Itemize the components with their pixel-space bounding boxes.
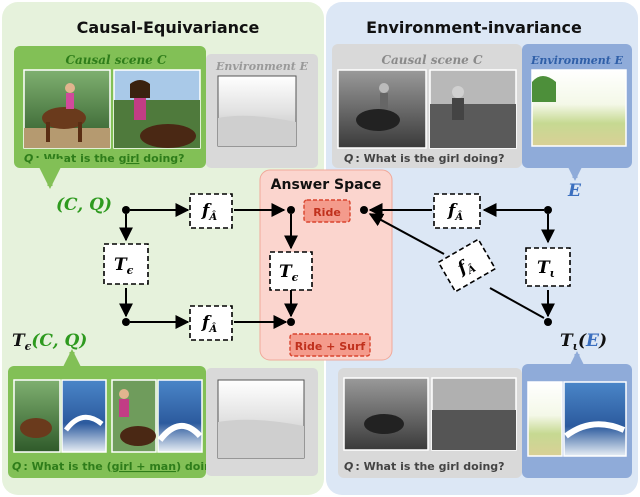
left-question-top-suffix: doing?: [139, 152, 184, 165]
answer-bottom-dot: [287, 318, 295, 326]
node-te-e: E: [585, 331, 600, 351]
op-f-sub: Â: [208, 211, 217, 223]
svg-text:Tϵ: Tϵ: [114, 255, 134, 277]
op-t-eps-main: T: [114, 255, 128, 275]
left-question-bottom-prefix: Q: [12, 460, 21, 473]
operator-f-bottom-left: fÂ: [189, 305, 233, 341]
svg-text:Tϵ: Tϵ: [279, 262, 299, 284]
right-photo-horse-rider-gray: [337, 69, 427, 149]
svg-text:fÂ: fÂ: [201, 313, 217, 335]
operator-f-top-right: fÂ: [433, 193, 481, 229]
operator-t-eps-answer: Tϵ: [269, 251, 313, 291]
right-question-bottom: Q: What is the girl doing?: [344, 460, 505, 473]
op-t-eps-sub: ϵ: [127, 264, 134, 277]
node-e-label: E: [567, 181, 582, 201]
left-photo-horse-rider: [23, 69, 111, 149]
left-question-bottom-text: : What is the (: [23, 460, 111, 473]
arrow-f-diag-to-ride: [368, 213, 445, 255]
op-t-iota-main: T: [537, 258, 551, 278]
right-question-top-prefix: Q: [344, 152, 353, 165]
answer-top-right-dot: [360, 206, 368, 214]
left-photo-horse-surf: [13, 379, 107, 453]
answer-bottom-badge: Ride + Surf: [289, 333, 371, 357]
op-f-main: f: [201, 313, 212, 333]
node-tcq-label: Tϵ(C, Q): [12, 331, 87, 353]
answer-top-left-dot: [287, 206, 295, 214]
node-tcq-t: T: [12, 331, 26, 351]
node-te-open: (: [578, 331, 587, 351]
node-e-dot: [544, 206, 552, 214]
left-env-label: Environment E: [215, 60, 309, 73]
left-question-top-text: : What is the: [35, 152, 118, 165]
node-te-t: T: [560, 331, 574, 351]
arrow-te-to-f-diag: [489, 287, 545, 319]
op-t-eps-sub: ϵ: [292, 271, 299, 284]
op-f-sub: Â: [454, 211, 463, 223]
left-causal-label: Causal scene C: [65, 53, 167, 67]
node-te-dot: [544, 318, 552, 326]
left-question-top-prefix: Q: [24, 152, 33, 165]
left-question-top: Q: What is the girl doing?: [24, 152, 185, 165]
right-causal-label: Causal scene C: [381, 53, 483, 67]
node-tcq-sub: ϵ: [25, 340, 32, 353]
right-question-bottom-prefix: Q: [344, 460, 353, 473]
node-cq-dot: [122, 206, 130, 214]
op-f-main: f: [201, 201, 212, 221]
op-t-eps-main: T: [279, 262, 293, 282]
left-question-bottom-word: girl + man: [112, 460, 176, 473]
right-panel-title: Environment-invariance: [366, 18, 582, 37]
svg-text:fÂ: fÂ: [201, 201, 217, 223]
node-te-close: ): [598, 331, 607, 351]
answer-top-badge: Ride: [303, 199, 351, 223]
left-photo-environment: [217, 75, 297, 147]
answer-space-title: Answer Space: [271, 177, 382, 193]
left-photo-girl-on-horse: [113, 69, 201, 149]
node-tcq-args: (C, Q): [31, 331, 87, 351]
node-te-sub: ι: [573, 340, 578, 353]
right-photo-environment: [531, 69, 627, 147]
node-cq-label: (C, Q): [56, 195, 112, 215]
operator-t-iota-right: Tι: [525, 247, 571, 287]
answer-top-label: Ride: [313, 206, 341, 219]
answer-bottom-label: Ride + Surf: [295, 340, 366, 353]
svg-text:Tι: Tι: [537, 258, 555, 280]
op-f-main: f: [447, 201, 458, 221]
op-f-sub: Â: [208, 323, 217, 335]
node-te-label: Tι(E): [560, 331, 607, 353]
right-question-bottom-text: : What is the girl doing?: [355, 460, 504, 473]
right-photo-girl-gray: [429, 69, 517, 149]
right-question-top: Q: What is the girl doing?: [344, 152, 505, 165]
operator-f-top-left: fÂ: [189, 193, 233, 229]
left-photo-girl-surf: [111, 379, 203, 453]
right-env-label: Environment E: [530, 54, 624, 67]
right-photo-environment-sea: [527, 381, 627, 457]
right-photo-horse-rider-gray-bottom: [343, 377, 517, 451]
operator-t-eps-left: Tϵ: [103, 243, 149, 285]
left-question-bottom: Q: What is the (girl + man) doing?: [12, 460, 226, 473]
right-question-top-text: : What is the girl doing?: [355, 152, 504, 165]
left-photo-environment-bottom: [217, 379, 305, 459]
left-question-top-word: girl: [119, 152, 140, 165]
node-tcq-dot: [122, 318, 130, 326]
svg-text:fÂ: fÂ: [447, 201, 463, 223]
operator-f-diag-right: fÂ: [437, 238, 497, 293]
op-t-iota-sub: ι: [550, 267, 555, 280]
left-panel-title: Causal-Equivariance: [77, 18, 260, 37]
